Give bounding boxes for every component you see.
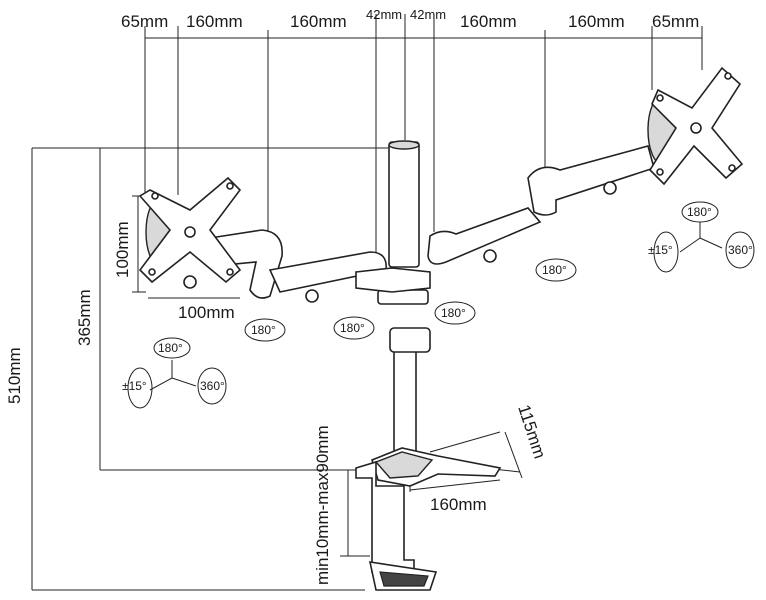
dim-top-right-65: 65mm: [652, 12, 699, 31]
right-head-rotate-label: 360°: [728, 243, 753, 257]
top-dimension-lines: [144, 14, 703, 270]
desk-clamp: [355, 447, 502, 591]
left-head-tilt-label: 180°: [158, 341, 183, 355]
dim-top-left-160a: 160mm: [186, 12, 243, 31]
left-vesa-plate: [138, 176, 242, 284]
left-head-rotate-label: 360°: [200, 379, 225, 393]
dim-top-42-right: 42mm: [410, 7, 446, 22]
height-dimension-lines: [31, 147, 390, 591]
dim-vesa-width: 100mm: [178, 303, 235, 322]
right-arm-swivel-label: 180°: [542, 263, 567, 277]
arm-joint-3-label: 180°: [441, 306, 466, 320]
dim-base-width: 160mm: [430, 495, 487, 514]
arm-joint-3-badge: [434, 301, 476, 325]
dim-base-depth: 115mm: [514, 402, 549, 461]
left-arm: [183, 229, 431, 303]
dim-height-365: 365mm: [75, 289, 94, 346]
arm-joint-2-label: 180°: [340, 321, 365, 335]
left-head-swivel-label: ±15°: [122, 379, 147, 393]
center-pole: [377, 140, 431, 456]
right-head-tilt-label: 180°: [687, 205, 712, 219]
right-head-rotation-group: [653, 201, 755, 273]
dim-top-right-160b: 160mm: [568, 12, 625, 31]
dim-top-left-65: 65mm: [121, 12, 168, 31]
dim-clamp-range: min10mm-max90mm: [313, 425, 332, 585]
arm-joint-1-badge: [244, 318, 286, 342]
dim-top-42-left: 42mm: [366, 7, 402, 22]
arm-joint-2-badge: [333, 316, 375, 340]
right-vesa-plate: [647, 66, 744, 186]
arm-joint-1-label: 180°: [251, 323, 276, 337]
dim-height-510: 510mm: [5, 347, 24, 404]
right-arm: [427, 145, 655, 265]
dim-vesa-height: 100mm: [113, 221, 132, 278]
dim-top-right-160a: 160mm: [460, 12, 517, 31]
right-arm-swivel-badge: [535, 258, 577, 282]
left-head-rotation-group: [127, 337, 227, 409]
dim-top-left-160b: 160mm: [290, 12, 347, 31]
right-head-swivel-label: ±15°: [648, 243, 673, 257]
